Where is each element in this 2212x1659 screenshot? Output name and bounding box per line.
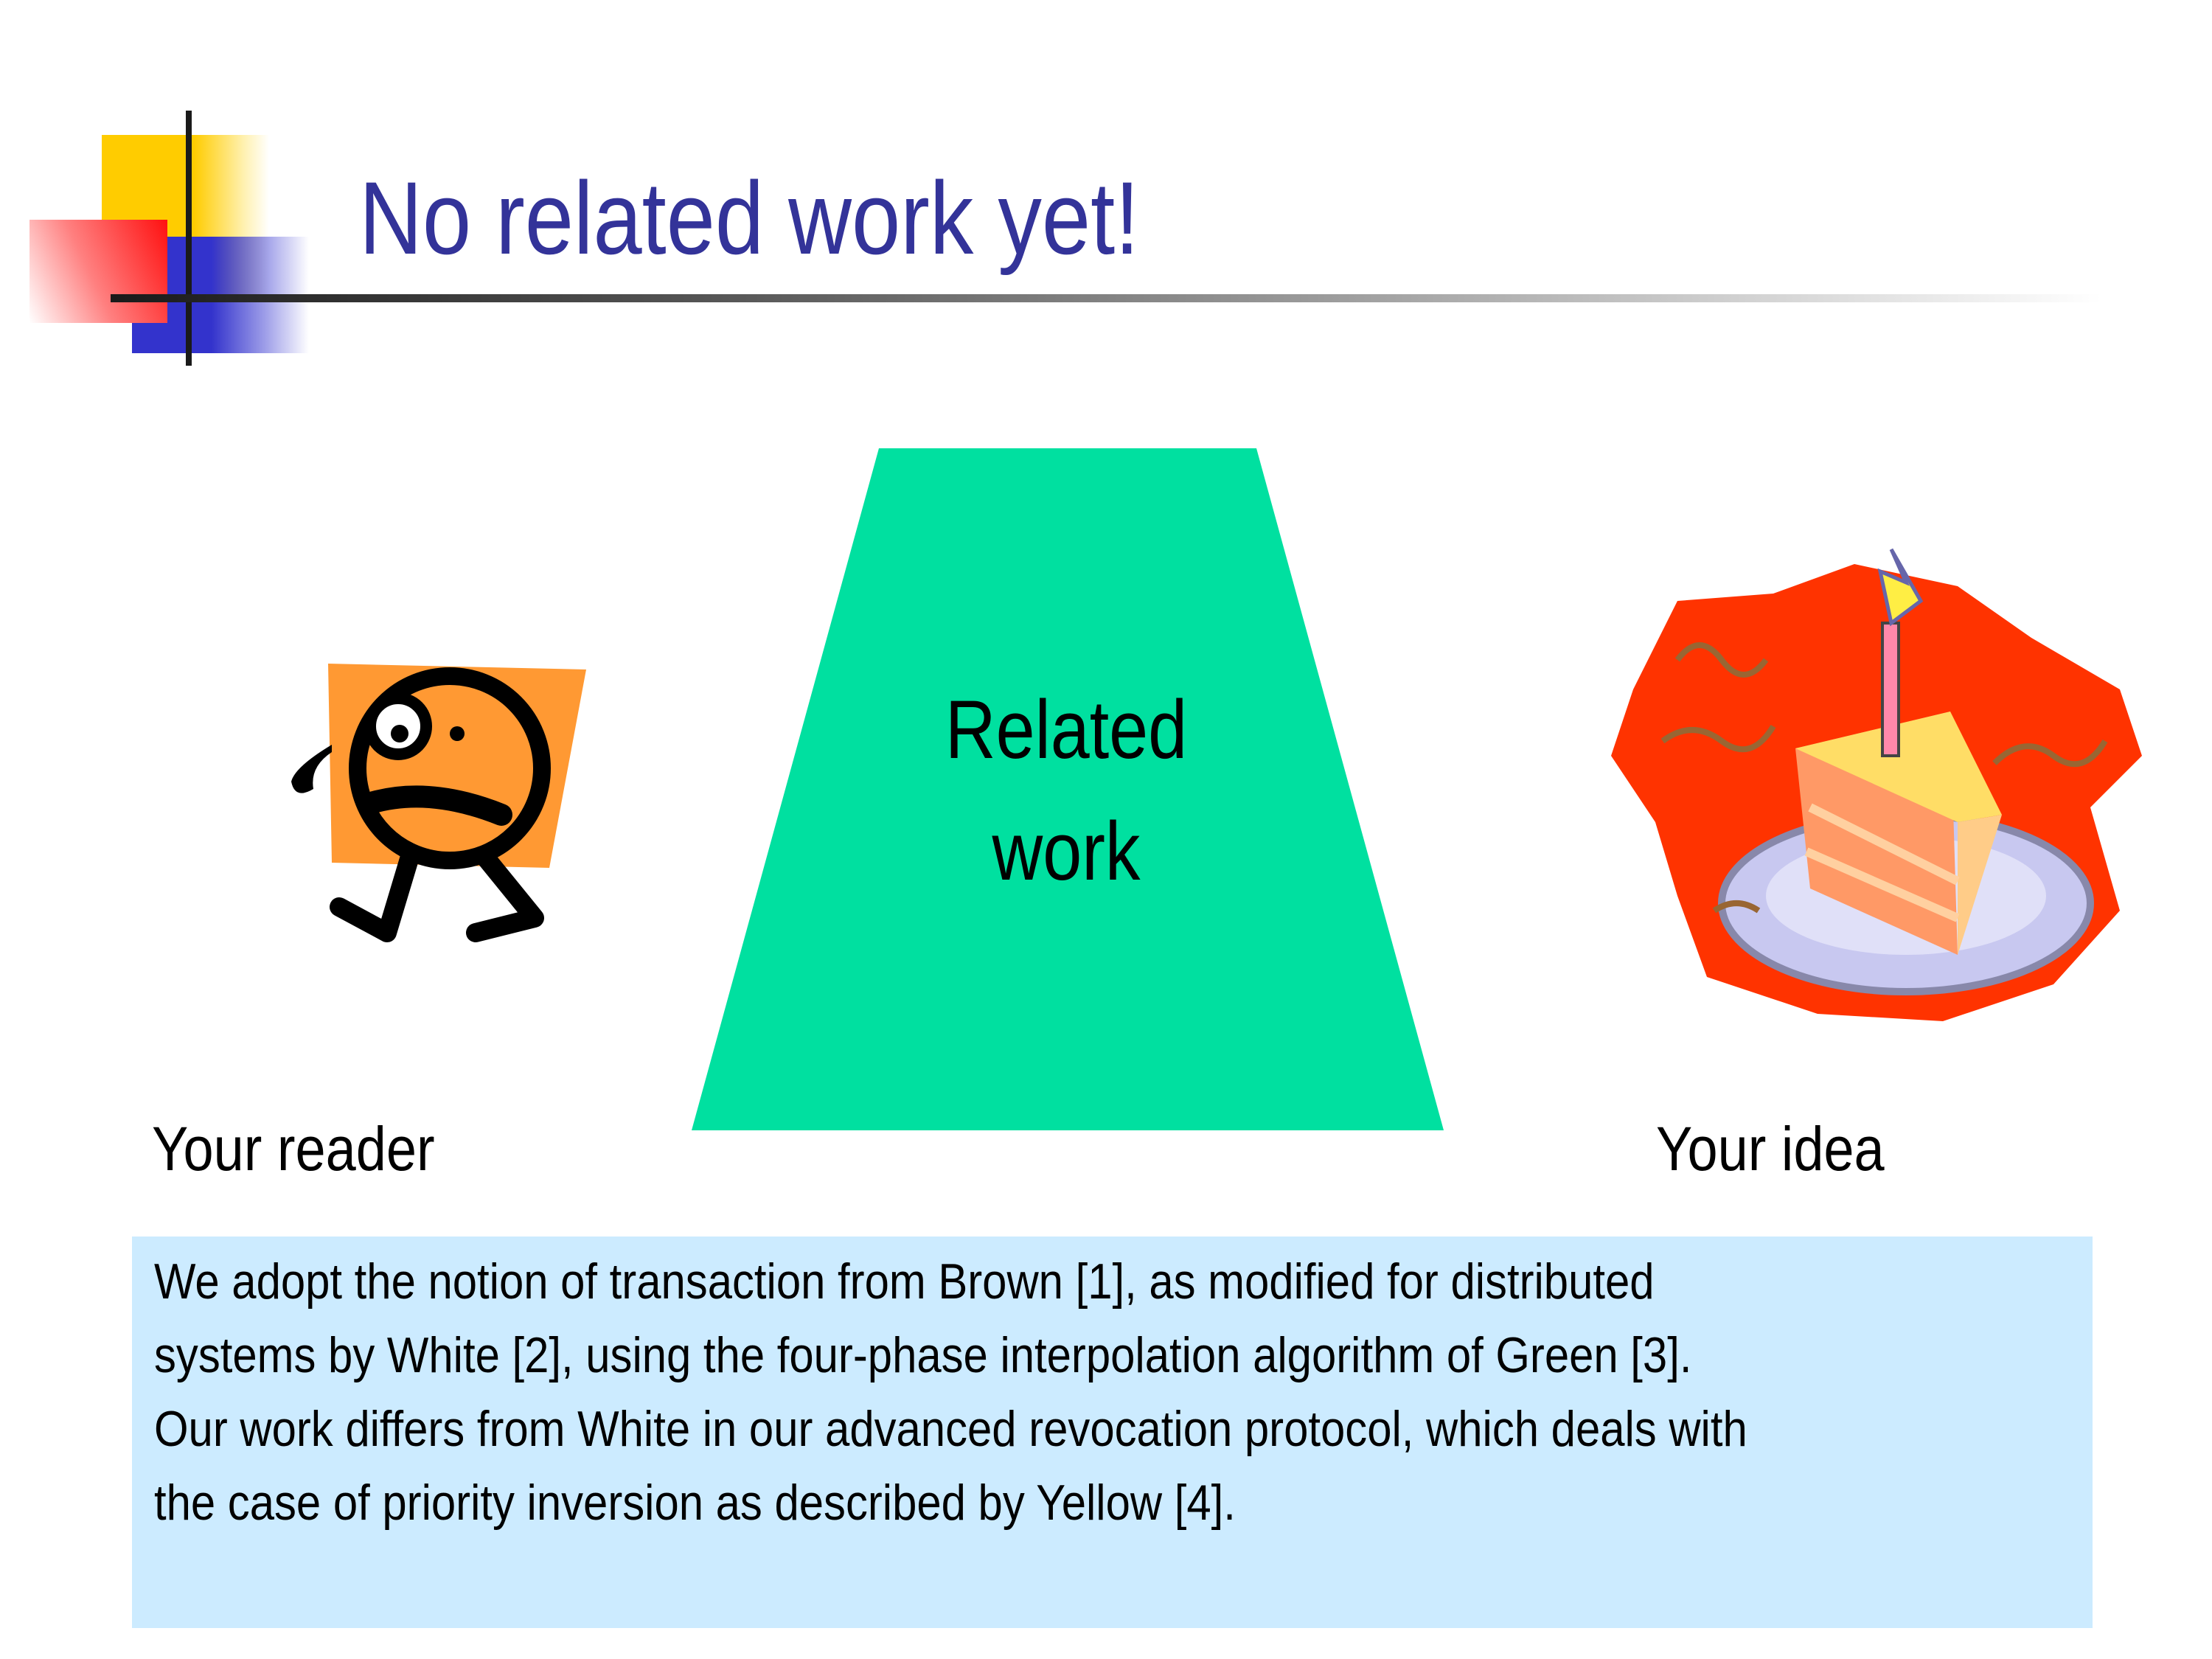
body-line: Our work differs from White in our advan… <box>154 1401 1747 1457</box>
worried-reader-icon <box>291 664 586 942</box>
birthday-cake-icon <box>1611 548 2142 1021</box>
body-line: the case of priority inversion as descri… <box>154 1475 1236 1531</box>
trapezoid-label-work: work <box>992 805 1141 897</box>
related-work-text-box: We adopt the notion of transaction from … <box>132 1237 2093 1628</box>
body-line: systems by White [2], using the four-pha… <box>154 1327 1692 1383</box>
caption-your-reader: Your reader <box>152 1114 435 1183</box>
body-line: We adopt the notion of transaction from … <box>154 1253 1655 1310</box>
decor-red-square <box>29 220 167 323</box>
title-underline <box>111 294 2101 302</box>
caption-your-idea: Your idea <box>1656 1114 1885 1183</box>
slide-title: No related work yet! <box>359 160 1140 276</box>
decor-vertical-line <box>186 111 192 366</box>
trapezoid-label-related: Related <box>945 684 1188 776</box>
trapezoid-shape <box>692 448 1444 1130</box>
